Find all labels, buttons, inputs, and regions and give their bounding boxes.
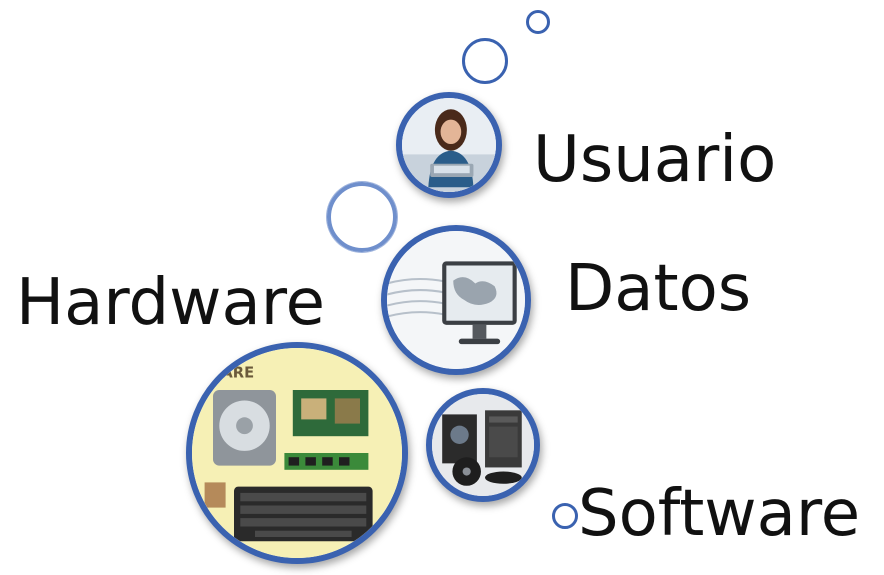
bubble-ring-medium-icon — [462, 38, 508, 84]
bubble-ring-small-icon — [526, 10, 550, 34]
label-software: Software — [578, 477, 861, 551]
hardware-image-text: ARE — [221, 364, 254, 381]
label-hardware: Hardware — [16, 266, 325, 340]
bubble-ring-tiny-icon — [552, 503, 578, 529]
computer-monitor-photo-icon — [387, 231, 525, 369]
software-box-photo-icon — [432, 394, 534, 496]
bubble-ring-large-icon — [327, 182, 397, 252]
label-datos: Datos — [565, 252, 752, 326]
software-bubble — [426, 388, 540, 502]
hardware-bubble: ARE — [186, 342, 408, 564]
datos-bubble — [381, 225, 531, 375]
label-usuario: Usuario — [533, 123, 777, 197]
usuario-bubble — [396, 92, 502, 198]
pc-components-photo-icon: ARE — [192, 348, 402, 558]
woman-at-laptop-photo-icon — [402, 98, 496, 192]
